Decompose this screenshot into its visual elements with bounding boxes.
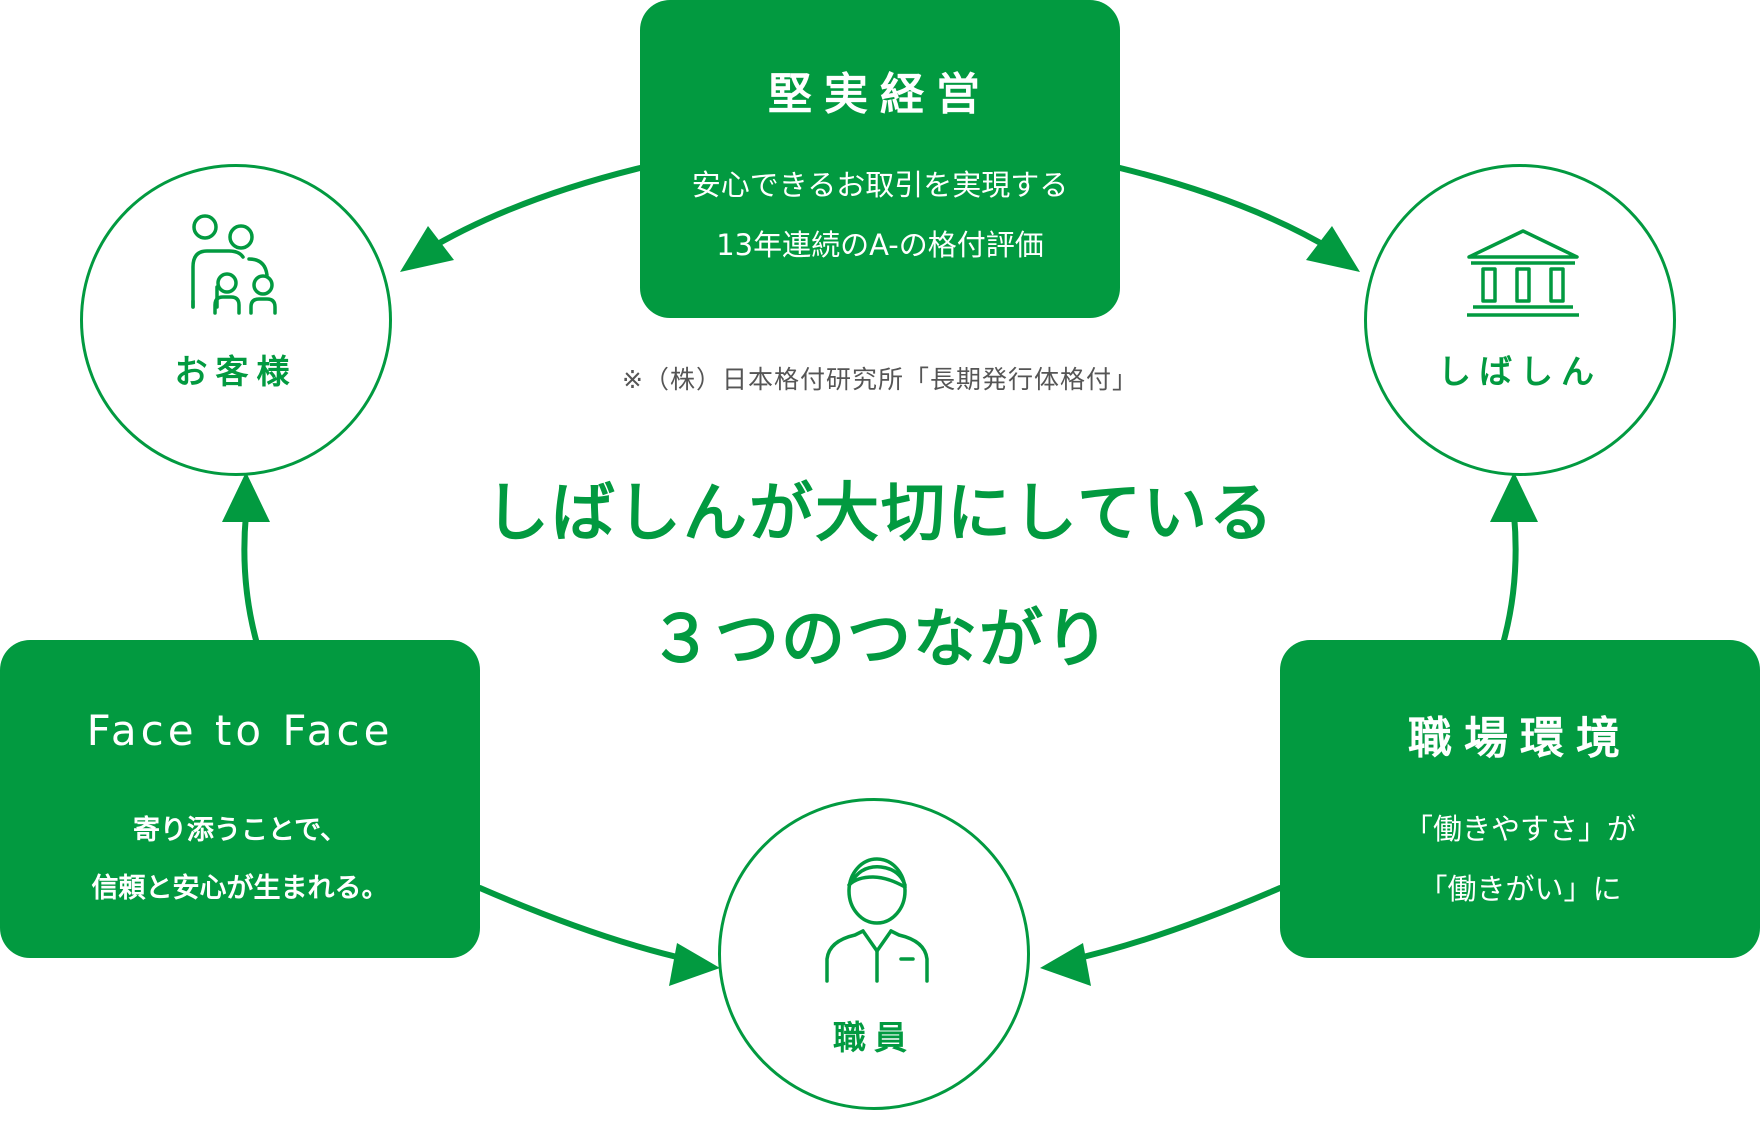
card-face-to-face-line-1: 寄り添うことで、 [132,815,348,846]
card-management-line-1: 安心できるお取引を実現する [691,168,1069,202]
card-workplace-title: 職場環境 [1408,713,1632,764]
card-workplace: 職場環境 「働きやすさ」が 「働きがい」に [1280,640,1760,958]
node-staff: 職員 [718,798,1030,1110]
arrow-face-to-customers [241,511,259,643]
node-staff-label: 職員 [833,1018,915,1057]
arrow-management-to-customers [421,165,643,255]
arrowhead-customers-top [400,226,454,272]
card-face-to-face-line-2: 信頼と安心が生まれる。 [91,873,389,904]
arrowhead-staff-right [1040,943,1091,986]
card-face-to-face-title: Face to Face [86,706,394,755]
bank-building-icon [1465,227,1581,319]
card-workplace-line-1: 「働きやすさ」が [1403,812,1636,846]
family-icon [183,209,293,319]
card-management-title: 堅実経営 [768,69,992,120]
rating-source-note: ※（株）日本格付研究所「長期発行体格付」 [622,365,1138,394]
center-title-line-2: ３つのつながり [649,603,1111,677]
arrow-workplace-to-staff [1067,885,1283,963]
card-management-line-2: 13年連続のA-の格付評価 [716,228,1044,262]
staff-person-icon [821,855,933,985]
arrowhead-customers-bottom [222,472,270,522]
node-shibashin-label: しばしん [1438,352,1602,391]
center-title-line-1: しばしんが大切にしている [484,477,1276,551]
arrowhead-staff-left [669,943,720,986]
arrowhead-shibashin-bottom [1490,472,1538,522]
card-face-to-face: Face to Face 寄り添うことで、 信頼と安心が生まれる。 [0,640,480,958]
arrowhead-shibashin-top [1306,226,1360,272]
node-customers: お客様 [80,164,392,476]
node-shibashin: しばしん [1364,164,1676,476]
arrow-management-to-shibashin [1117,165,1339,255]
arrow-face-to-staff [477,885,693,963]
arrow-workplace-to-shibashin [1501,511,1519,643]
node-customers-label: お客様 [174,352,298,391]
card-management: 堅実経営 安心できるお取引を実現する 13年連続のA-の格付評価 [640,0,1120,318]
card-workplace-line-2: 「働きがい」に [1418,872,1622,906]
